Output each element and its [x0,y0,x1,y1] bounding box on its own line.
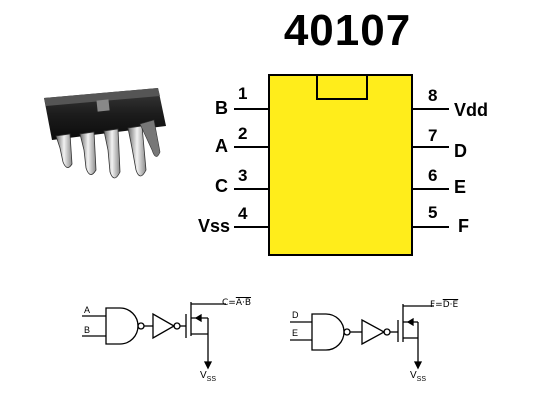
pin-lead [413,108,449,110]
pin-label: A [215,136,228,156]
pin-label: D [454,141,467,161]
pin-number: 1 [238,84,248,103]
gate2-supply-v: V [410,370,417,381]
pin-label: B [215,98,228,118]
pin-lead [234,108,268,110]
chip-notch [316,74,368,100]
pin-number: 6 [428,166,438,185]
gate2-eq-rhs: D·E [442,300,459,310]
gate1-eq-rhs: A·B [235,298,252,308]
chip-body [268,74,413,256]
pin-number: 7 [428,126,438,145]
chip-title: 40107 [283,6,412,55]
pin-lead [234,226,268,228]
gate2-input-d-label: D [292,310,299,320]
gate2-supply-sub: SS [416,376,427,383]
pin-number: 2 [238,124,248,143]
pin-lead [234,146,268,148]
gate2-equation: F=D·E [430,300,458,310]
pin-lead [413,146,449,148]
pin-label: Vss [197,216,230,236]
pin-label: Vdd [454,100,488,120]
gate2-supply-label: VSS [410,370,426,383]
pin-number: 3 [238,166,248,185]
gate1-supply-label: VSS [200,370,216,383]
pin-lead [413,226,449,228]
nand-gate-2 [290,304,434,370]
gate1-equation: C=A·B [222,298,251,308]
gate1-eq-lhs: C= [222,298,236,308]
pin-lead [234,188,268,190]
pin-label: C [215,176,228,196]
pin-number: 4 [238,204,248,223]
gate2-eq-lhs: F= [430,300,443,310]
nand-gate-1 [82,302,226,370]
gate2-input-e-label: E [292,328,299,338]
gate1-supply-sub: SS [206,376,217,383]
pin-label: E [454,177,467,197]
gate1-input-b-label: B [84,325,91,335]
pin-label: F [458,216,469,236]
pin-lead [413,188,449,190]
gate1-supply-v: V [200,370,207,381]
gate1-input-a-label: A [84,305,91,315]
pin-number: 8 [428,86,438,105]
pin-number: 5 [428,203,438,222]
